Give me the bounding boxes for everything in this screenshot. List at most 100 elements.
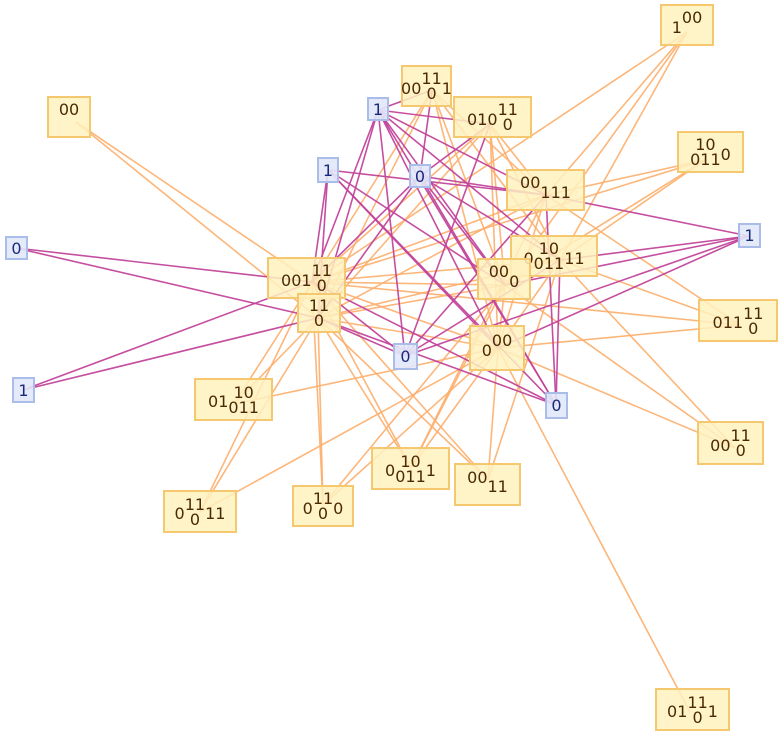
node-label-sup: 10: [400, 451, 421, 471]
node-label-sup: 11: [421, 69, 442, 88]
node-label-text: 1: [707, 702, 718, 721]
node-label-sub: 0: [735, 441, 746, 460]
edge-s8-G: [555, 259, 561, 406]
node-label-stack: 00: [59, 102, 79, 132]
edge-J-L: [317, 317, 499, 349]
edge-A-G: [559, 31, 688, 261]
node-s6[interactable]: 1: [12, 377, 35, 403]
node-s7[interactable]: 0: [393, 343, 418, 370]
node-label-text: 1: [671, 17, 682, 37]
node-label-text: 0: [333, 498, 344, 518]
edge-s2-H: [327, 169, 506, 286]
node-label-text: 0: [174, 504, 185, 523]
node-label-sub: [520, 190, 540, 205]
edge-L-Q: [322, 347, 499, 506]
edge-s8-I: [311, 281, 557, 406]
node-label-text: 0: [551, 396, 562, 415]
node-label-sup: 11: [184, 494, 206, 514]
node-P[interactable]: 00 11: [454, 463, 521, 506]
node-label-sub: 011: [228, 397, 259, 417]
edge-s1-s7: [377, 109, 406, 357]
node-label-text: 11: [487, 477, 508, 496]
node-label-text: 1: [372, 99, 384, 119]
node-s3[interactable]: 0: [5, 236, 28, 260]
node-label-text: 0: [385, 461, 396, 480]
node-label-sub: [489, 279, 509, 294]
node-label-sub: 0: [692, 707, 703, 727]
node-s4[interactable]: 0: [409, 164, 431, 188]
node-label-text: 11: [205, 504, 226, 523]
node-label-text: 0: [302, 498, 313, 518]
edge-J-O: [317, 317, 412, 469]
node-label-sup: 11: [312, 489, 334, 508]
node-label-stack: 00: [489, 264, 509, 294]
node-F[interactable]: 00 111: [506, 169, 585, 211]
node-B[interactable]: 00: [47, 96, 91, 138]
node-label-text: 00: [710, 435, 731, 455]
node-label-text: 0: [400, 347, 411, 366]
node-s1[interactable]: 1: [367, 97, 389, 121]
node-label-sub: 0: [502, 115, 513, 134]
node-label-sup: 10: [233, 382, 254, 402]
node-label-text: 0: [720, 144, 731, 164]
node-label-stack: 00: [492, 333, 512, 363]
node-label-sup: 11: [730, 426, 751, 445]
node-label-text: 1: [425, 461, 436, 480]
edge-D-J: [317, 123, 491, 319]
node-label-sub: 011: [395, 466, 426, 486]
node-label-text: 1: [322, 160, 334, 180]
node-label-sup: 11: [743, 303, 764, 323]
edge-J-Q: [317, 317, 324, 506]
edge-s7-F: [404, 194, 547, 357]
node-label-sup: 00: [58, 100, 80, 119]
node-label-sub: 0: [317, 504, 329, 523]
node-label-text: 111: [540, 182, 571, 202]
node-s5[interactable]: 1: [738, 223, 761, 248]
node-label-text: 011: [712, 313, 744, 332]
edge-I-P: [311, 281, 489, 481]
node-label-sup: 11: [311, 261, 332, 280]
node-label-sub: 0: [316, 276, 327, 295]
node-label-sub: 011: [690, 150, 721, 169]
edge-L-R: [199, 347, 499, 513]
edge-N-L: [497, 347, 736, 449]
edge-s6-I: [22, 281, 313, 391]
node-label-text: 01: [208, 392, 229, 411]
node-label-sub: 0: [189, 509, 200, 529]
node-label-text: 001: [281, 270, 312, 290]
edge-s1-H: [377, 109, 506, 286]
edge-H-O: [410, 284, 506, 469]
node-label-sub: [467, 485, 487, 500]
edge-s8-F: [545, 194, 557, 406]
node-label-sub: [492, 348, 512, 363]
edge-J-P: [317, 317, 489, 481]
edge-s1-L: [377, 109, 499, 349]
node-label-sup: 11: [497, 100, 518, 119]
node-label-sup: 00: [491, 331, 513, 350]
node-label-sup: 00: [467, 467, 488, 487]
node-s2[interactable]: 1: [317, 157, 339, 183]
edge-C-I: [311, 89, 433, 283]
node-s8[interactable]: 0: [545, 392, 568, 419]
node-H[interactable]: 00 0: [477, 258, 531, 300]
edge-K-I: [311, 281, 741, 326]
